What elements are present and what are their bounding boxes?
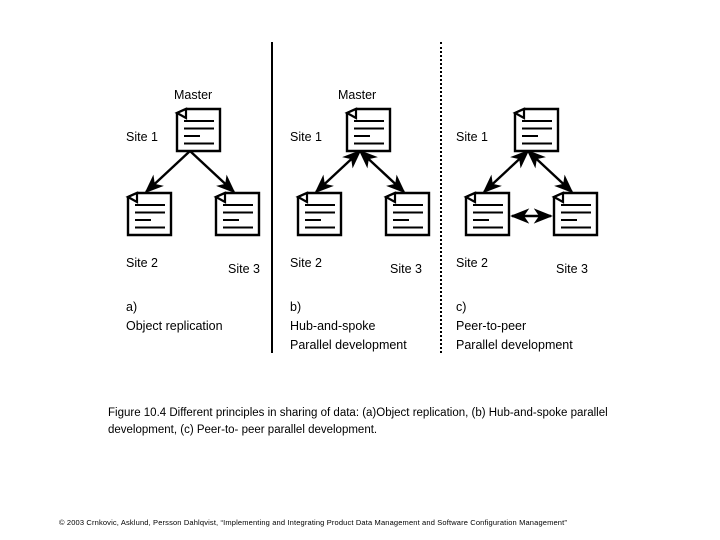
document-icon-site1 bbox=[174, 107, 222, 153]
panel-caption-b: b) Hub-and-spoke Parallel development bbox=[290, 298, 407, 355]
panel-caption-letter-a: a) bbox=[126, 300, 138, 314]
diagram-hub-and-spoke bbox=[295, 107, 431, 237]
document-icon-site1 bbox=[512, 107, 560, 153]
panel-hub-and-spoke bbox=[280, 80, 435, 360]
label-site1-c: Site 1 bbox=[456, 130, 488, 144]
document-icon-site3 bbox=[383, 191, 431, 237]
panel-caption-line2-c: Parallel development bbox=[456, 338, 573, 352]
label-master-b: Master bbox=[338, 88, 377, 102]
arrow-site1-to-site3 bbox=[189, 150, 236, 194]
label-site2-a: Site 2 bbox=[126, 256, 158, 270]
document-icon-site2 bbox=[463, 191, 511, 237]
panel-caption-line1-b: Hub-and-spoke bbox=[290, 319, 376, 333]
label-site2-c: Site 2 bbox=[456, 256, 488, 270]
arrow-site1-site2 bbox=[482, 149, 530, 194]
diagram-object-replication bbox=[125, 107, 261, 237]
diagram-peer-to-peer bbox=[463, 107, 599, 237]
panel-caption-a: a) Object replication bbox=[126, 298, 223, 336]
document-icon-site2 bbox=[295, 191, 343, 237]
arrow-site1-site3 bbox=[526, 149, 574, 194]
panel-peer-to-peer bbox=[448, 80, 603, 360]
label-site2-b: Site 2 bbox=[290, 256, 322, 270]
panel-divider-dotted bbox=[440, 42, 442, 353]
label-master-a: Master bbox=[174, 88, 213, 102]
document-icon-site3 bbox=[213, 191, 261, 237]
arrow-site1-to-site2 bbox=[144, 150, 191, 194]
panel-divider-solid bbox=[271, 42, 273, 353]
label-site3-c: Site 3 bbox=[556, 262, 588, 276]
label-site3-a: Site 3 bbox=[228, 262, 260, 276]
arrow-site1-site2 bbox=[314, 149, 362, 194]
label-site1-b: Site 1 bbox=[290, 130, 322, 144]
document-icon-site1 bbox=[344, 107, 392, 153]
panel-caption-c: c) Peer-to-peer Parallel development bbox=[456, 298, 573, 355]
label-site3-b: Site 3 bbox=[390, 262, 422, 276]
label-site1-a: Site 1 bbox=[126, 130, 158, 144]
panel-object-replication bbox=[110, 80, 265, 360]
panel-caption-line1-c: Peer-to-peer bbox=[456, 319, 527, 333]
copyright-footer: © 2003 Crnkovic, Asklund, Persson Dahlqv… bbox=[59, 518, 568, 527]
panel-caption-letter-c: c) bbox=[456, 300, 467, 314]
panel-caption-letter-b: b) bbox=[290, 300, 302, 314]
panel-caption-line2-b: Parallel development bbox=[290, 338, 407, 352]
figure-caption: Figure 10.4 Different principles in shar… bbox=[108, 407, 608, 436]
arrow-site1-site3 bbox=[358, 149, 406, 194]
document-icon-site3 bbox=[551, 191, 599, 237]
panel-caption-line1-a: Object replication bbox=[126, 319, 223, 333]
document-icon-site2 bbox=[125, 191, 173, 237]
